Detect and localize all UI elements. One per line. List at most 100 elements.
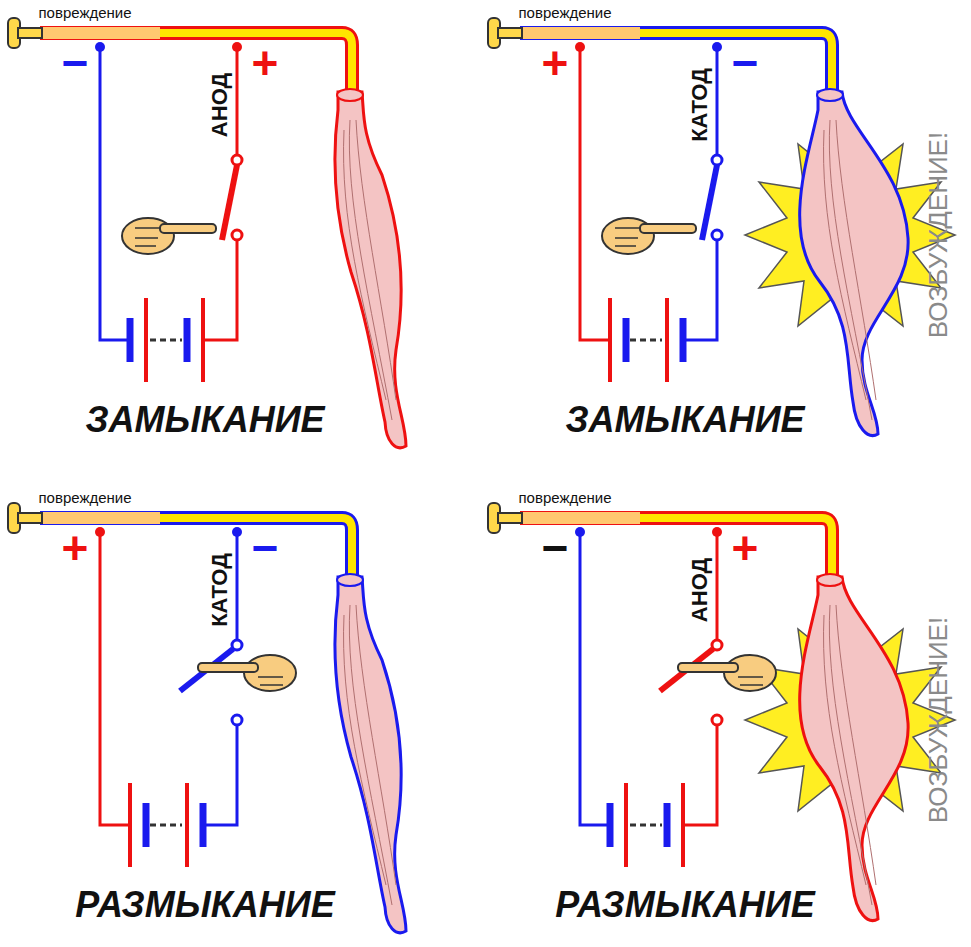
drawing-part [344,120,396,420]
drawing-part [712,527,722,537]
electrode-label: АНОД [209,73,231,137]
polarity-sign: + [542,40,569,86]
caption-label: РАЗМЫКАНИЕ [555,887,815,923]
drawing-part [712,230,722,240]
damage-label: повреждение [38,5,131,20]
drawing-part [128,783,132,867]
electrode-label: КАТОД [689,68,711,142]
drawing-part [817,89,843,101]
excitation-label: ВОЗБУЖДЕНИЕ! [925,132,951,338]
drawing-part [144,298,148,382]
damage-label: повреждение [518,5,611,20]
drawing-part [664,803,671,847]
drawing-part [200,803,207,847]
drawing-part [232,155,242,165]
caption-label: ЗАМЫКАНИЕ [565,402,804,438]
polarity-sign: + [252,40,279,86]
drawing-part [40,512,160,524]
drawing-part [680,318,687,362]
drawing-part [520,33,832,95]
drawing-part [712,42,722,52]
drawing-part [602,218,696,254]
drawing-part [580,532,610,825]
drawing-part [335,92,406,448]
drawing-part [520,518,832,580]
drawing-part [40,27,160,39]
drawing-part [100,47,130,340]
drawing-part [236,532,239,640]
drawing-part [40,33,352,95]
drawing-part [150,824,182,827]
drawing-part [817,574,843,586]
drawing-part [232,640,242,650]
drawing-part [630,339,662,342]
polarity-sign: − [542,525,569,571]
drawing-part [236,47,239,155]
panel-closing-anode [8,18,406,448]
caption-label: ЗАМЫКАНИЕ [85,402,324,438]
drawing-part [143,803,150,847]
drawing-part [630,824,662,827]
electrode-label: КАТОД [209,553,231,627]
drawing-part [127,318,134,362]
drawing-part [683,725,717,825]
panel-opening-cathode [8,503,406,933]
drawing-part [232,230,242,240]
drawing-part [580,47,610,340]
drawing-part [824,120,876,420]
drawing-part [608,298,612,382]
drawing-part [222,165,237,240]
drawing-part [335,577,406,933]
drawing-part [716,532,719,640]
drawing-part [520,518,832,580]
drawing-part [665,298,669,382]
damage-label: повреждение [38,490,131,505]
drawing-part [712,640,722,650]
drawing-part [122,218,216,254]
drawing-part [232,715,242,725]
drawing-part [824,605,876,905]
panel-opening-anode [488,503,955,921]
drawing-part [203,725,237,825]
drawing-part [681,783,685,867]
drawing-part [520,27,640,39]
drawing-part [520,33,832,95]
drawing-part [488,18,522,48]
drawing-part [185,783,189,867]
drawing-part [40,518,352,580]
polarity-sign: + [62,525,89,571]
polarity-sign: − [732,40,759,86]
excitation-label: ВОЗБУЖДЕНИЕ! [925,617,951,823]
drawing-part [800,92,908,436]
drawing-part [800,577,908,921]
drawing-part [100,532,130,825]
damage-label: повреждение [518,490,611,505]
drawing-part [184,318,191,362]
drawing-part [201,298,205,382]
drawing-part [712,715,722,725]
panel-closing-cathode [488,18,955,436]
drawing-part [624,783,628,867]
drawing-part [488,503,522,533]
drawing-part [716,47,719,155]
polarity-sign: − [62,40,89,86]
drawing-part [95,42,105,52]
drawing-part [623,318,630,362]
drawing-part [344,605,396,905]
drawing-part [232,42,242,52]
drawing-part [150,339,182,342]
drawing-part [683,240,717,340]
drawing-part [575,42,585,52]
drawing-part [8,18,42,48]
drawing-part [575,527,585,537]
drawing-part [712,155,722,165]
drawing-part [8,503,42,533]
drawing-part [40,518,352,580]
drawing-part [203,240,237,340]
drawing-part [702,165,717,240]
drawing-part [678,655,776,691]
drawing-part [607,803,614,847]
